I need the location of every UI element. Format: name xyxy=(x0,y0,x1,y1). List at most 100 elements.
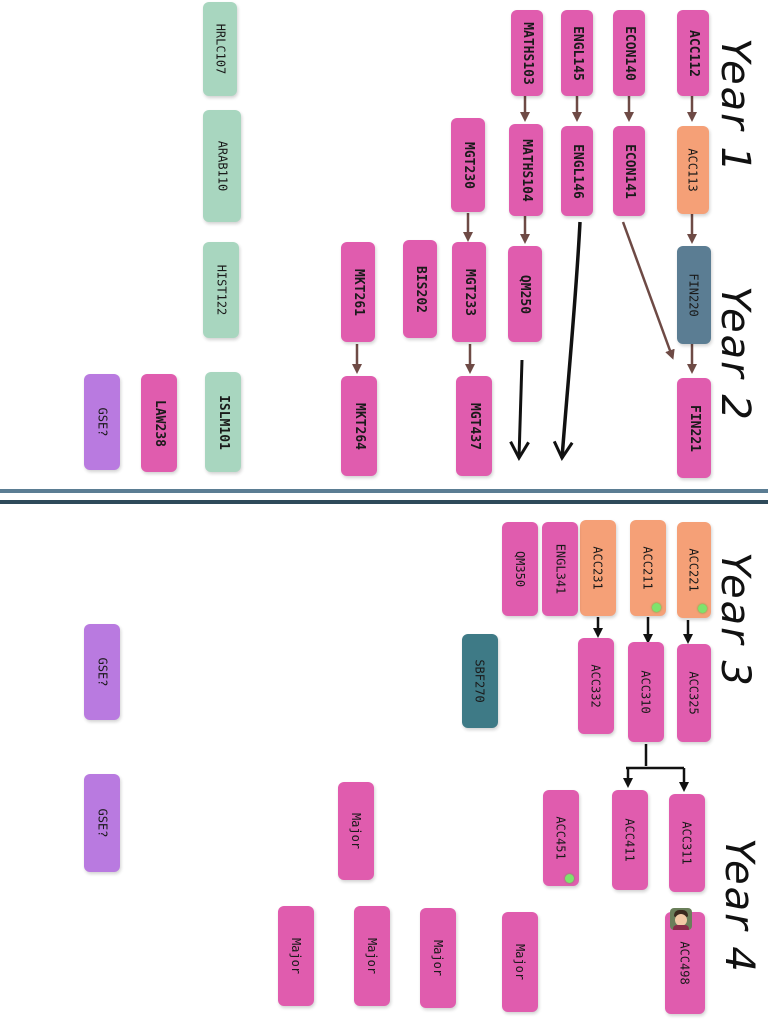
course-code: MKT261 xyxy=(350,268,366,316)
arrow-econ141-fin221 xyxy=(621,221,675,360)
avatar-face xyxy=(675,914,687,926)
course-card-bis202[interactable]: BIS202 xyxy=(403,240,437,338)
course-code: ECON141 xyxy=(621,143,637,199)
year-4-label: Year 4 xyxy=(716,838,762,974)
course-code: BIS202 xyxy=(412,265,428,313)
arrow-engl146-engl341 xyxy=(552,221,582,462)
course-card-mgt230[interactable]: MGT230 xyxy=(451,118,485,212)
course-code: ARAB110 xyxy=(215,140,230,192)
year-divider-top xyxy=(0,489,768,493)
course-code: GSE? xyxy=(95,657,109,687)
year-1-label: Year 1 xyxy=(712,38,758,174)
course-code: ACC451 xyxy=(554,816,569,860)
course-code: Major xyxy=(349,812,363,850)
course-code: ENGL145 xyxy=(569,25,585,81)
year-2-label: Year 2 xyxy=(712,286,758,422)
course-code: ENGL341 xyxy=(553,543,568,595)
course-code: FIN221 xyxy=(686,404,702,452)
course-code: ACC113 xyxy=(686,148,701,192)
year-divider-bottom xyxy=(0,500,768,504)
course-card-engl341[interactable]: ENGL341 xyxy=(542,522,578,616)
course-card-acc112[interactable]: ACC112 xyxy=(677,10,709,96)
course-card-mgt437[interactable]: MGT437 xyxy=(456,376,492,476)
course-card-gse-3[interactable]: GSE? xyxy=(84,774,120,872)
course-code: ACC332 xyxy=(589,664,604,708)
course-code: HIST122 xyxy=(214,264,229,316)
course-card-econ140[interactable]: ECON140 xyxy=(613,10,645,96)
course-card-gse-2[interactable]: GSE? xyxy=(84,624,120,720)
course-card-acc332[interactable]: ACC332 xyxy=(578,638,614,734)
course-card-mkt264[interactable]: MKT264 xyxy=(341,376,377,476)
course-card-mgt233[interactable]: MGT233 xyxy=(452,242,486,342)
course-code: QM350 xyxy=(513,550,527,588)
course-code: ACC310 xyxy=(639,670,654,714)
course-card-engl146[interactable]: ENGL146 xyxy=(561,126,593,216)
course-code: MGT230 xyxy=(460,141,476,189)
course-card-islm101[interactable]: ISLM101 xyxy=(205,372,241,472)
course-code: SBF270 xyxy=(473,659,488,703)
course-code: Major xyxy=(513,943,527,981)
course-code: MATHS104 xyxy=(518,138,534,202)
course-code: ACC221 xyxy=(687,548,702,592)
course-card-qm350[interactable]: QM350 xyxy=(502,522,538,616)
course-code: MATHS103 xyxy=(519,21,535,85)
course-code: QM250 xyxy=(517,274,533,314)
course-card-maths104[interactable]: MATHS104 xyxy=(509,124,543,216)
course-card-acc221[interactable]: ACC221 xyxy=(677,522,711,618)
course-card-acc231[interactable]: ACC231 xyxy=(580,520,616,616)
course-card-fin220[interactable]: FIN220 xyxy=(677,246,711,344)
course-code: MKT264 xyxy=(351,402,367,450)
course-card-acc411[interactable]: ACC411 xyxy=(612,790,648,890)
course-card-acc211[interactable]: ACC211 xyxy=(630,520,666,616)
course-code: ACC325 xyxy=(687,671,702,715)
course-card-major-4[interactable]: Major xyxy=(354,906,390,1006)
course-code: GSE? xyxy=(95,407,109,437)
course-card-hrlc107[interactable]: HRLC107 xyxy=(203,2,237,96)
course-card-hist122[interactable]: HIST122 xyxy=(203,242,239,338)
course-code: ENGL146 xyxy=(569,143,585,199)
course-code: HRLC107 xyxy=(213,23,228,75)
course-card-acc311[interactable]: ACC311 xyxy=(669,794,705,892)
arrow-qm250-qm350 xyxy=(509,359,530,462)
course-card-maths103[interactable]: MATHS103 xyxy=(511,10,543,96)
course-card-acc113[interactable]: ACC113 xyxy=(677,126,709,214)
course-code: ECON140 xyxy=(621,25,637,81)
completed-dot xyxy=(565,874,574,883)
course-code: ACC411 xyxy=(623,818,638,862)
course-code: ACC211 xyxy=(641,546,656,590)
course-card-sbf270[interactable]: SBF270 xyxy=(462,634,498,728)
course-card-acc325[interactable]: ACC325 xyxy=(677,644,711,742)
course-card-econ141[interactable]: ECON141 xyxy=(613,126,645,216)
course-card-acc451[interactable]: ACC451 xyxy=(543,790,579,886)
course-code: Major xyxy=(431,939,445,977)
course-code: ISLM101 xyxy=(215,394,231,450)
course-card-fin221[interactable]: FIN221 xyxy=(677,378,711,478)
avatar-hair xyxy=(674,910,688,917)
course-card-major-2[interactable]: Major xyxy=(502,912,538,1012)
completed-dot xyxy=(652,603,661,612)
course-card-arab110[interactable]: ARAB110 xyxy=(203,110,241,222)
course-code: ACC311 xyxy=(680,821,695,865)
student-avatar-icon xyxy=(670,908,692,930)
course-card-major-1[interactable]: Major xyxy=(338,782,374,880)
course-card-major-5[interactable]: Major xyxy=(278,906,314,1006)
course-code: MGT437 xyxy=(466,402,482,450)
year-3-label: Year 3 xyxy=(712,552,758,688)
course-code: GSE? xyxy=(95,808,109,838)
course-code: Major xyxy=(289,937,303,975)
course-code: MGT233 xyxy=(461,268,477,316)
course-code: Major xyxy=(365,937,379,975)
course-card-acc310[interactable]: ACC310 xyxy=(628,642,664,742)
course-card-major-3[interactable]: Major xyxy=(420,908,456,1008)
course-code: ACC112 xyxy=(685,29,701,77)
course-code: LAW238 xyxy=(151,399,167,447)
course-card-law238[interactable]: LAW238 xyxy=(141,374,177,472)
avatar-shirt xyxy=(673,925,689,930)
completed-dot xyxy=(698,604,707,613)
course-card-mkt261[interactable]: MKT261 xyxy=(341,242,375,342)
course-card-qm250[interactable]: QM250 xyxy=(508,246,542,342)
course-card-gse-1[interactable]: GSE? xyxy=(84,374,120,470)
course-card-engl145[interactable]: ENGL145 xyxy=(561,10,593,96)
course-code: FIN220 xyxy=(687,273,702,317)
